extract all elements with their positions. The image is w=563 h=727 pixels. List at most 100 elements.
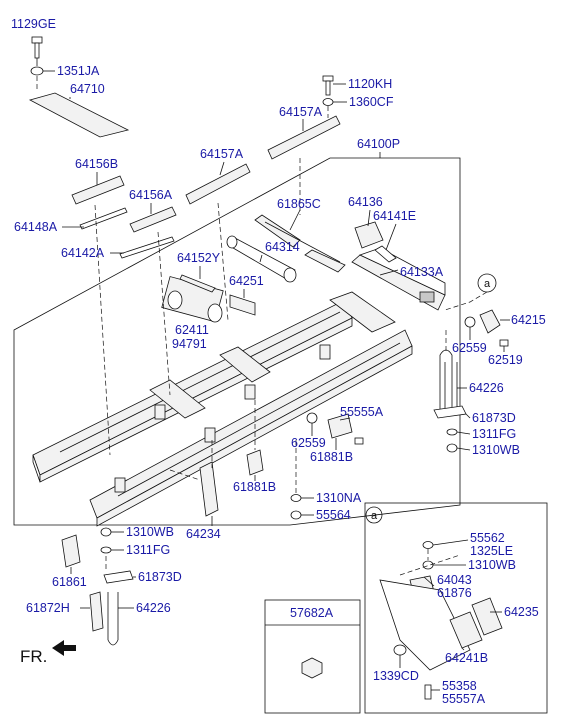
rear-cross-member[interactable]: [351, 247, 446, 311]
callout-62519[interactable]: 62519: [488, 353, 523, 367]
member-64156a[interactable]: [129, 206, 177, 233]
callout-55555a[interactable]: 55555A: [340, 405, 384, 419]
u-bolt-64226-b[interactable]: [107, 592, 119, 646]
rail-brackets: [114, 344, 331, 493]
callout-64156a[interactable]: 64156A: [129, 188, 173, 202]
callout-61873d-b[interactable]: 61873D: [138, 570, 182, 584]
plate-61873d-a[interactable]: [433, 405, 467, 419]
callout-64234[interactable]: 64234: [186, 527, 221, 541]
bolt-1129ge[interactable]: [31, 36, 43, 59]
callout-62559-a[interactable]: 62559: [452, 341, 487, 355]
callout-61872h[interactable]: 61872H: [26, 601, 70, 615]
nut-57682a[interactable]: [301, 657, 323, 679]
plate-61873d-b[interactable]: [103, 570, 134, 584]
callout-55358[interactable]: 55358: [442, 679, 477, 693]
callout-1339cd[interactable]: 1339CD: [373, 669, 419, 683]
bracket-61881b-a[interactable]: [246, 449, 264, 476]
callout-64142a[interactable]: 64142A: [61, 246, 105, 260]
right-frame-rail[interactable]: [89, 329, 413, 527]
pin-64141e[interactable]: [374, 245, 397, 263]
callout-64156b[interactable]: 64156B: [75, 157, 118, 171]
callout-1129ge[interactable]: 1129GE: [11, 17, 56, 31]
detail-a-marker: [365, 506, 383, 524]
plate-64152y[interactable]: [179, 274, 216, 293]
callout-57682a[interactable]: 57682A: [290, 606, 334, 620]
callout-55564[interactable]: 55564: [316, 508, 351, 522]
nut-55564[interactable]: [290, 510, 302, 520]
bolt-55555a[interactable]: [354, 437, 364, 445]
bracket-64251[interactable]: [229, 294, 256, 316]
callout-1311fg-b[interactable]: 1311FG: [126, 543, 170, 557]
callout-1325le[interactable]: 1325LE: [470, 544, 513, 558]
bumper-stopper-64136[interactable]: [354, 221, 384, 249]
callout-1310wb-c[interactable]: 1310WB: [468, 558, 516, 572]
callout-64314[interactable]: 64314: [265, 240, 300, 254]
nut-1310wb-a[interactable]: [446, 443, 458, 453]
callout-1351ja[interactable]: 1351JA: [57, 64, 100, 78]
reinforcement-64157a[interactable]: [185, 163, 251, 205]
callout-61881b-a[interactable]: 61881B: [310, 450, 353, 464]
callout-62411[interactable]: 62411: [175, 323, 209, 337]
nut-1310na[interactable]: [290, 494, 302, 502]
callout-64241b[interactable]: 64241B: [445, 651, 488, 665]
reinforcement-64157a-top[interactable]: [267, 115, 341, 160]
callout-64226-b[interactable]: 64226: [136, 601, 171, 615]
bracket-61865c[interactable]: [254, 214, 346, 273]
plate-64710[interactable]: [28, 92, 130, 138]
bolt-62519[interactable]: [499, 339, 509, 347]
washer-1351ja[interactable]: [30, 66, 44, 76]
detail-a-parts: [379, 541, 503, 700]
callout-1120kh[interactable]: 1120KH: [348, 77, 392, 91]
bracket-55555a[interactable]: [327, 413, 353, 439]
bracket-61872h[interactable]: [89, 591, 104, 632]
callout-64215[interactable]: 64215: [511, 313, 546, 327]
member-64156b[interactable]: [71, 175, 125, 205]
callout-1311fg-a[interactable]: 1311FG: [472, 427, 516, 441]
callout-64141e[interactable]: 64141E: [373, 209, 416, 223]
nut-1310wb-b[interactable]: [100, 527, 112, 537]
callout-64136[interactable]: 64136: [348, 195, 383, 209]
callout-64251[interactable]: 64251: [229, 274, 264, 288]
callout-55557a[interactable]: 55557A: [442, 692, 486, 706]
strip-64148a[interactable]: [79, 207, 128, 230]
callout-1310wb-a[interactable]: 1310WB: [472, 443, 520, 457]
frame-assembly-outline: [13, 157, 461, 526]
block-61861[interactable]: [61, 534, 81, 568]
washer-1311fg-b[interactable]: [100, 546, 112, 554]
callout-61881b-b[interactable]: 61881B: [233, 480, 276, 494]
u-bolt-64226-a[interactable]: [439, 349, 458, 410]
strip-64142a[interactable]: [119, 236, 175, 259]
cross-members: [149, 291, 396, 419]
callout-61861[interactable]: 61861: [52, 575, 87, 589]
nut-62559-b[interactable]: [306, 412, 318, 424]
washer-1360cf[interactable]: [322, 98, 334, 106]
callout-1360cf[interactable]: 1360CF: [349, 95, 394, 109]
callout-64100p[interactable]: 64100P: [357, 137, 400, 151]
callout-64226-a[interactable]: 64226: [469, 381, 504, 395]
callout-64133a[interactable]: 64133A: [400, 265, 444, 279]
callout-61876[interactable]: 61876: [437, 586, 472, 600]
callout-64043[interactable]: 64043: [437, 573, 472, 587]
assembly-dash-lines: [36, 76, 461, 576]
callout-62559-b[interactable]: 62559: [291, 436, 326, 450]
callout-64148a[interactable]: 64148A: [14, 220, 58, 234]
callout-64157a[interactable]: 64157A: [200, 147, 244, 161]
bumper-64215[interactable]: [479, 309, 501, 334]
callout-1310wb-b[interactable]: 1310WB: [126, 525, 174, 539]
callout-94791[interactable]: 94791: [172, 337, 207, 351]
nut-62559-a[interactable]: [464, 316, 476, 328]
callout-64710[interactable]: 64710: [70, 82, 105, 96]
callout-55562[interactable]: 55562: [470, 531, 505, 545]
callout-64152y[interactable]: 64152Y: [177, 251, 221, 265]
bracket-64234[interactable]: [199, 461, 219, 517]
callout-61873d-a[interactable]: 61873D: [472, 411, 516, 425]
callout-labels: 1129GE 1351JA 64710 1120KH 1360CF 64157A…: [11, 17, 546, 706]
washer-1311fg-a[interactable]: [446, 428, 458, 436]
callout-61865c[interactable]: 61865C: [277, 197, 321, 211]
callout-1310na[interactable]: 1310NA: [316, 491, 362, 505]
arrow-left-icon: [52, 640, 76, 656]
callout-64235[interactable]: 64235: [504, 605, 539, 619]
bolt-1120kh[interactable]: [322, 75, 334, 96]
crossmember-tube-64314[interactable]: [226, 235, 297, 283]
callout-64157a-top[interactable]: 64157A: [279, 105, 323, 119]
